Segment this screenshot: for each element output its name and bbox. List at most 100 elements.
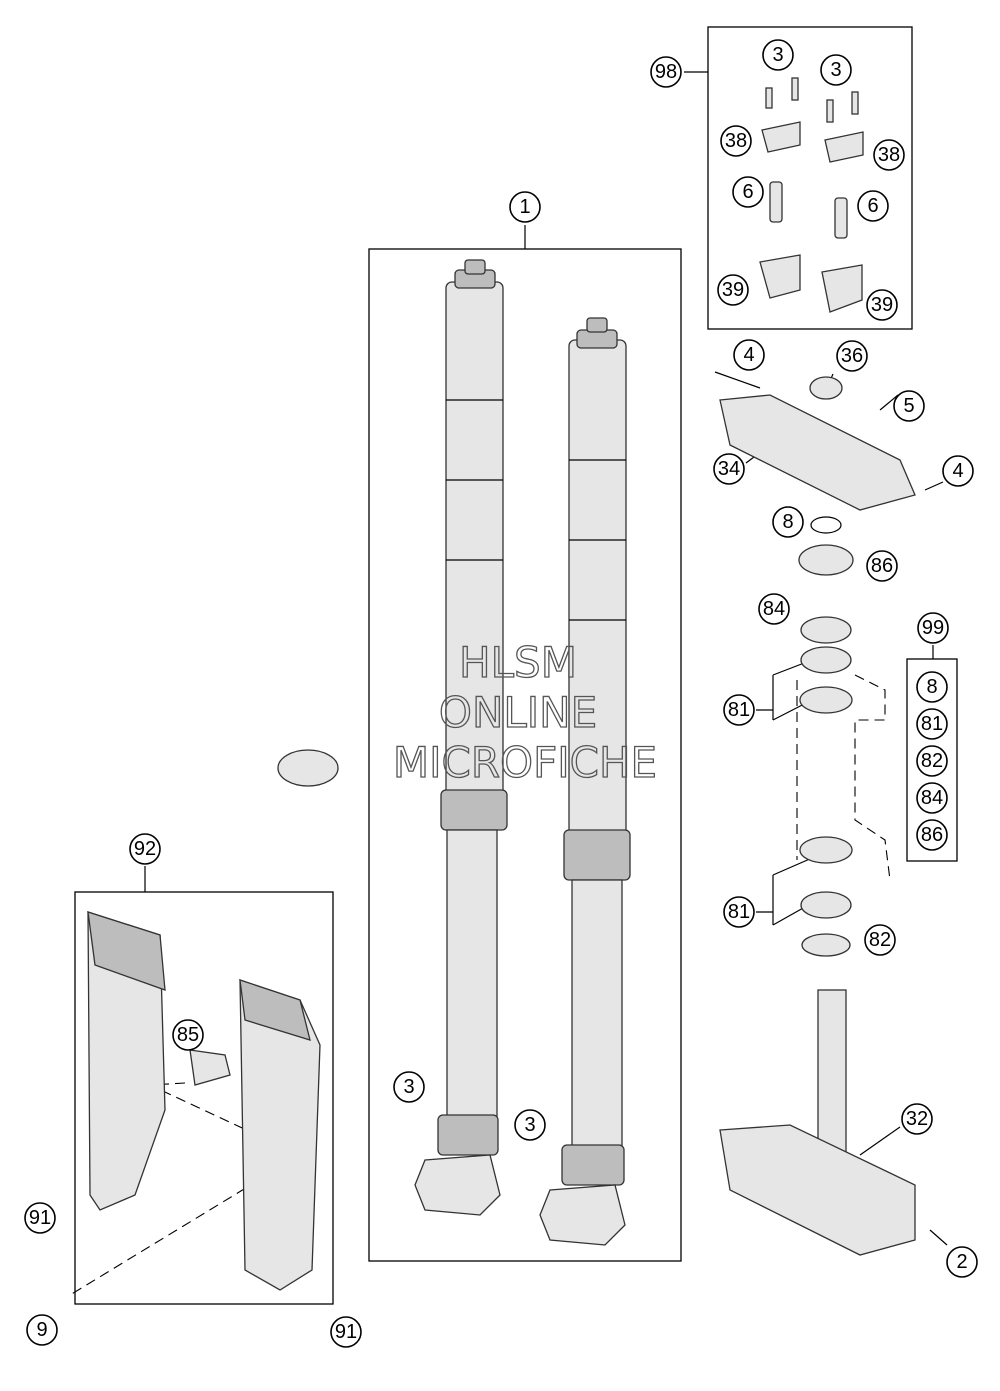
svg-text:82: 82 — [869, 929, 891, 951]
callout-91b: 91 — [330, 1316, 362, 1348]
svg-text:34: 34 — [718, 458, 740, 480]
upper-bearing-race — [799, 686, 853, 714]
callout-8b: 8 — [916, 671, 948, 703]
callout-6b: 6 — [857, 190, 889, 222]
kit-98-parts — [759, 77, 864, 313]
callout-6a: 6 — [732, 176, 764, 208]
svg-text:82: 82 — [921, 750, 943, 772]
kit-98-box — [707, 26, 913, 330]
upper-bearing — [800, 646, 852, 674]
svg-text:8: 8 — [782, 511, 793, 533]
svg-text:6: 6 — [867, 195, 878, 217]
callout-3c: 3 — [393, 1071, 425, 1103]
steering-nut — [809, 376, 843, 400]
svg-text:91: 91 — [29, 1207, 51, 1229]
fork-leg-right — [539, 317, 631, 1246]
callout-8a: 8 — [772, 506, 804, 538]
svg-text:9: 9 — [36, 1319, 47, 1341]
svg-text:86: 86 — [871, 555, 893, 577]
svg-text:6: 6 — [742, 181, 753, 203]
svg-text:81: 81 — [728, 901, 750, 923]
callout-2: 2 — [946, 1246, 978, 1278]
lower-seal — [801, 933, 851, 957]
svg-text:3: 3 — [772, 44, 783, 66]
callout-91a: 91 — [24, 1202, 56, 1234]
svg-text:84: 84 — [921, 787, 943, 809]
fork-ring — [277, 749, 339, 787]
callout-38a: 38 — [720, 125, 752, 157]
bearing-seal — [798, 544, 854, 576]
watermark-line-2: ONLINE — [439, 688, 597, 737]
svg-text:84: 84 — [763, 598, 785, 620]
callout-1: 1 — [509, 191, 541, 223]
svg-text:4: 4 — [743, 344, 754, 366]
svg-text:99: 99 — [922, 617, 944, 639]
svg-text:39: 39 — [871, 294, 893, 316]
callout-82b: 82 — [864, 924, 896, 956]
o-ring — [810, 516, 842, 534]
svg-text:32: 32 — [906, 1108, 928, 1130]
svg-text:91: 91 — [335, 1321, 357, 1343]
svg-text:92: 92 — [134, 838, 156, 860]
svg-text:3: 3 — [830, 59, 841, 81]
callout-84a: 84 — [758, 593, 790, 625]
callout-4a: 4 — [733, 339, 765, 371]
callout-86a: 86 — [866, 550, 898, 582]
svg-text:2: 2 — [956, 1251, 967, 1273]
watermark-line-1: HLSM — [459, 638, 577, 687]
callout-36: 36 — [836, 340, 868, 372]
callout-32: 32 — [901, 1103, 933, 1135]
svg-text:36: 36 — [841, 345, 863, 367]
svg-text:8: 8 — [926, 676, 937, 698]
callout-81b: 81 — [916, 708, 948, 740]
callout-3d: 3 — [514, 1109, 546, 1141]
callout-4b: 4 — [942, 455, 974, 487]
svg-text:81: 81 — [728, 699, 750, 721]
callout-5: 5 — [893, 390, 925, 422]
callout-3a: 3 — [762, 39, 794, 71]
svg-text:5: 5 — [903, 395, 914, 417]
callout-85: 85 — [172, 1019, 204, 1051]
guard-bracket — [189, 1049, 231, 1086]
svg-text:85: 85 — [177, 1024, 199, 1046]
svg-text:3: 3 — [403, 1076, 414, 1098]
callout-38b: 38 — [873, 139, 905, 171]
fork-leg-left — [414, 259, 508, 1216]
kit-99-box — [906, 658, 958, 862]
callout-86b: 86 — [916, 819, 948, 851]
watermark: HLSM ONLINE MICROFICHE — [392, 637, 657, 787]
fork-guard-left — [87, 911, 166, 1211]
callout-92: 92 — [129, 833, 161, 865]
callout-39a: 39 — [717, 274, 749, 306]
callout-82a: 82 — [916, 745, 948, 777]
callout-98: 98 — [650, 56, 682, 88]
svg-text:3: 3 — [524, 1114, 535, 1136]
callout-84b: 84 — [916, 782, 948, 814]
callout-39b: 39 — [866, 289, 898, 321]
lower-bearing-race — [799, 836, 853, 864]
lower-bearing — [800, 891, 852, 919]
svg-text:1: 1 — [519, 196, 530, 218]
fork-guard-right — [239, 979, 321, 1291]
dust-seal — [800, 616, 852, 644]
svg-text:39: 39 — [722, 279, 744, 301]
svg-text:38: 38 — [725, 130, 747, 152]
fork-guard-box — [74, 891, 334, 1305]
callout-3b: 3 — [820, 54, 852, 86]
callout-99: 99 — [917, 612, 949, 644]
svg-text:4: 4 — [952, 460, 963, 482]
callout-34: 34 — [713, 453, 745, 485]
svg-text:81: 81 — [921, 713, 943, 735]
svg-text:38: 38 — [878, 144, 900, 166]
callout-9: 9 — [26, 1314, 58, 1346]
svg-text:86: 86 — [921, 824, 943, 846]
callout-81c: 81 — [723, 896, 755, 928]
steering-stem — [817, 989, 847, 1161]
watermark-line-3: MICROFICHE — [393, 738, 657, 787]
svg-text:98: 98 — [655, 61, 677, 83]
callout-81a: 81 — [723, 694, 755, 726]
lower-triple-clamp — [719, 1124, 916, 1256]
upper-triple-clamp — [719, 394, 916, 511]
